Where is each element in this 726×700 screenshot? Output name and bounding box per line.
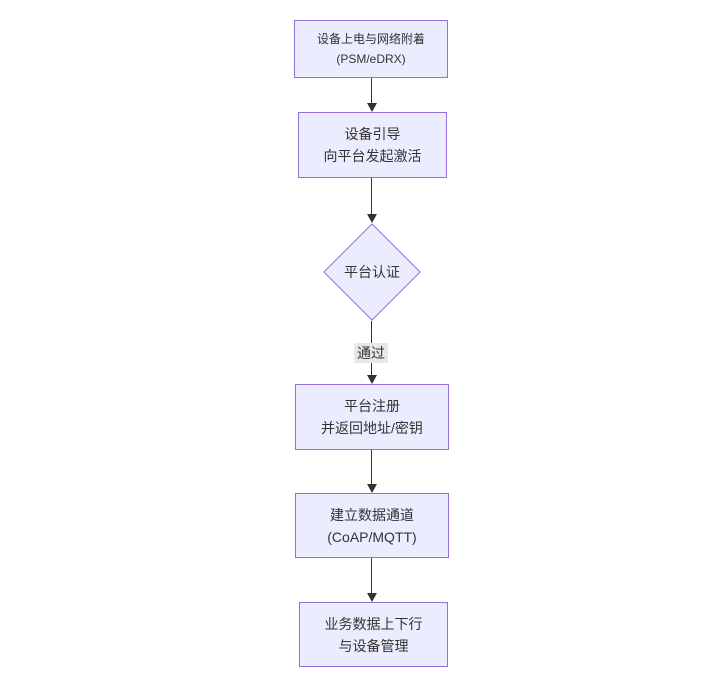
node-platform-auth: 平台认证 [322, 223, 422, 321]
edge-bootstrap-to-auth [371, 178, 372, 216]
node-bootstrap: 设备引导 向平台发起激活 [298, 112, 447, 178]
node-data-channel-line1: 建立数据通道 [330, 506, 414, 523]
node-bootstrap-line1: 设备引导 [344, 126, 401, 142]
edge-channel-to-business [371, 558, 372, 595]
node-power-on: 设备上电与网络附着 (PSM/eDRX) [294, 20, 448, 78]
edge-label-pass: 通过 [354, 343, 388, 363]
edge-register-to-channel [371, 450, 372, 486]
arrowhead-down-icon [366, 214, 377, 223]
arrowhead-down-icon [366, 103, 377, 112]
edge-power-on-to-bootstrap [371, 78, 372, 105]
node-data-channel-line2: (CoAP/MQTT) [327, 528, 417, 545]
node-data-channel: 建立数据通道 (CoAP/MQTT) [295, 493, 449, 558]
arrowhead-down-icon [366, 375, 377, 384]
node-business-data-line1: 业务数据上下行 [324, 615, 423, 632]
node-platform-auth-label: 平台认证 [344, 264, 400, 280]
node-bootstrap-line2: 向平台发起激活 [323, 148, 422, 164]
node-platform-register: 平台注册 并返回地址/密钥 [295, 384, 449, 450]
node-business-data-line2: 与设备管理 [338, 637, 409, 654]
node-power-on-line1: 设备上电与网络附着 [316, 32, 425, 46]
node-business-data: 业务数据上下行 与设备管理 [299, 602, 448, 667]
node-platform-register-line2: 并返回地址/密钥 [321, 420, 423, 436]
arrowhead-down-icon [366, 593, 377, 602]
node-platform-register-line1: 平台注册 [344, 398, 400, 414]
node-power-on-line2: (PSM/eDRX) [336, 52, 406, 66]
arrowhead-down-icon [366, 484, 377, 493]
